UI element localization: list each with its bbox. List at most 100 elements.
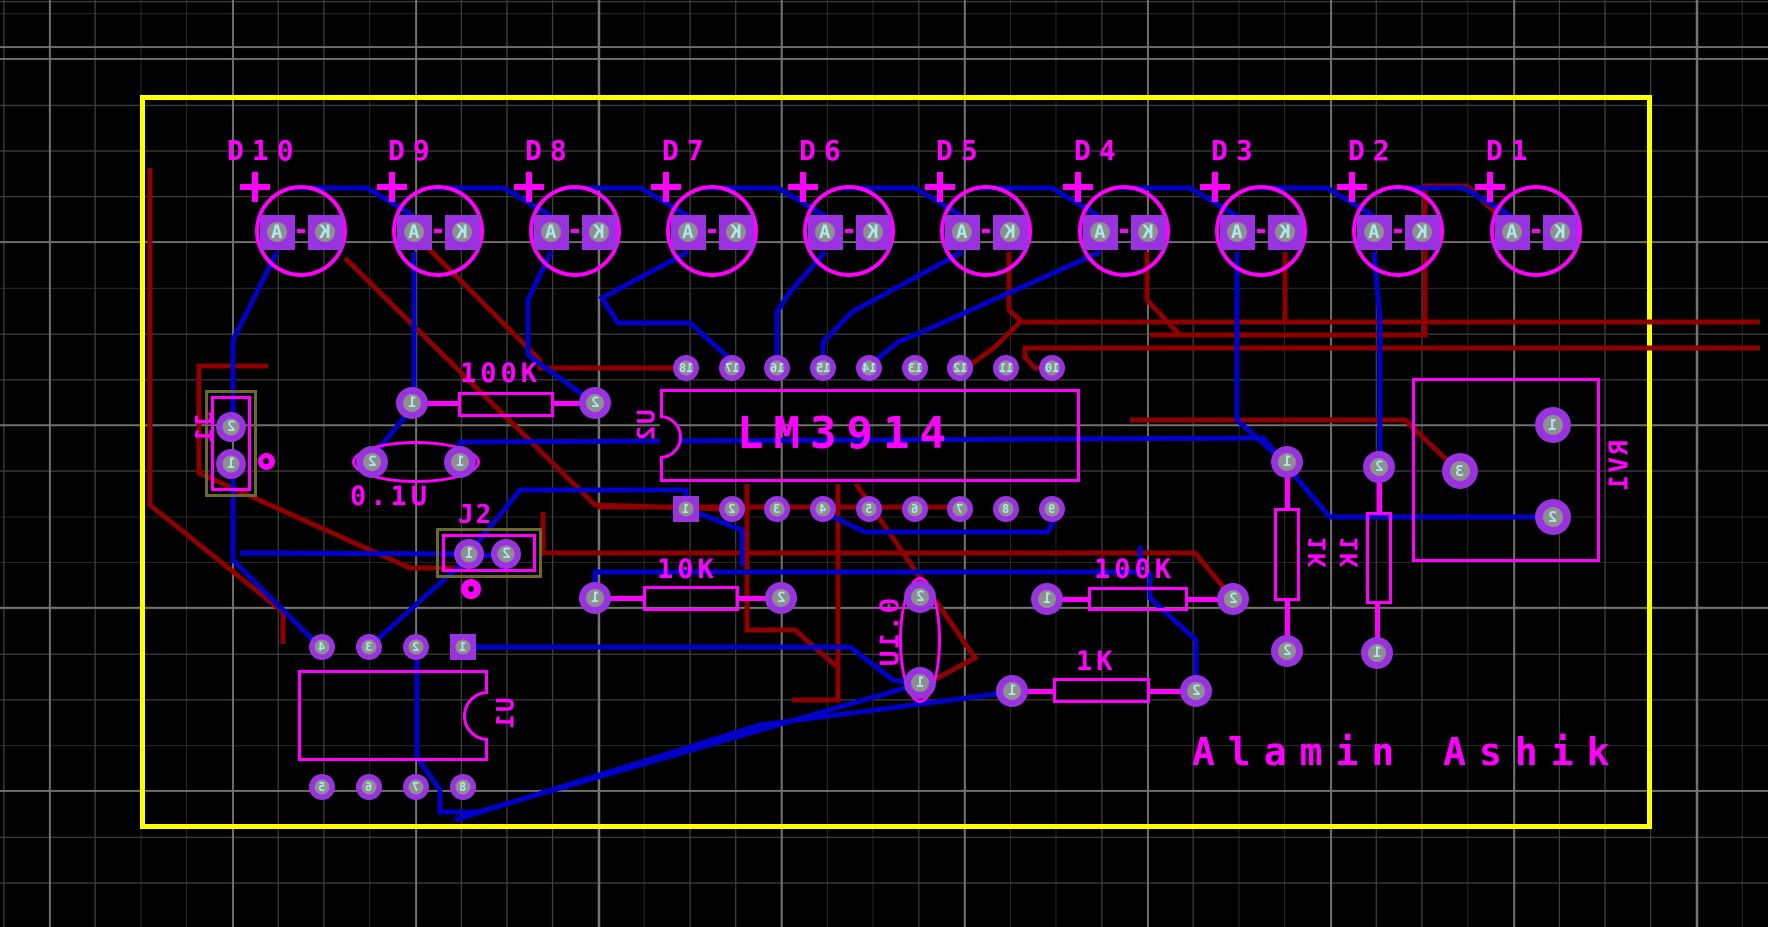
ic-U2-pad-17[interactable]: 17 [719, 355, 745, 381]
author-signature[interactable]: Alamin Ashik [1192, 730, 1623, 774]
trace-top-10[interactable] [1234, 252, 1282, 460]
connector-J2-ref-label[interactable]: J2 [458, 500, 494, 530]
trace-top-4[interactable] [598, 249, 733, 362]
resistor-3-pad-2[interactable]: 2 [1180, 675, 1212, 707]
ic-U1-pad-7[interactable]: 7 [403, 774, 429, 800]
led-D8-pad-anode[interactable]: A [533, 214, 569, 250]
ic-U1-pad-6[interactable]: 6 [356, 774, 382, 800]
ic-U1-pad-5[interactable]: 5 [309, 774, 335, 800]
resistor-0-value[interactable]: 100K [460, 358, 542, 389]
pot-RV1-pad-2[interactable]: 2 [1535, 499, 1571, 535]
led-D10-outline[interactable] [255, 185, 347, 277]
led-D3-pad-cathode[interactable]: K [1267, 214, 1303, 250]
ic-U1-pad-1[interactable]: 1 [450, 634, 476, 660]
trace-top-6[interactable] [820, 249, 964, 362]
led-D3-outline[interactable] [1215, 185, 1307, 277]
led-D6-outline[interactable] [803, 185, 895, 277]
led-D10-label[interactable]: D10 [227, 134, 302, 167]
ic-U2-pad-10[interactable]: 10 [1039, 355, 1065, 381]
trace-bottom-10[interactable] [792, 484, 841, 703]
capacitor-1-body[interactable] [899, 577, 941, 703]
trace-top-15[interactable] [367, 551, 503, 649]
pot-RV1-outline[interactable] [1412, 378, 1600, 562]
resistor-2-value[interactable]: 100K [1094, 554, 1176, 585]
led-D10-pad-cathode[interactable]: K [307, 214, 343, 250]
led-D2-pad-anode[interactable]: A [1356, 214, 1392, 250]
trace-bottom-6[interactable] [1130, 417, 1454, 467]
trace-top-19[interactable] [454, 689, 1013, 823]
resistor-2-body[interactable] [1088, 587, 1188, 611]
led-D9-label[interactable]: D9 [388, 134, 438, 167]
led-D5-pad-cathode[interactable]: K [992, 214, 1028, 250]
ic-U2-pad-9[interactable]: 9 [1039, 496, 1065, 522]
trace-top-7[interactable] [874, 249, 1102, 362]
led-D5-pad-anode[interactable]: A [944, 214, 980, 250]
resistor-1-body[interactable] [643, 586, 739, 611]
resistor-0-body[interactable] [458, 392, 554, 417]
connector-J2-pad-1[interactable]: 1 [454, 539, 484, 569]
capacitor-0-pad-1[interactable]: 1 [444, 446, 476, 478]
trace-top-16[interactable] [821, 509, 1061, 535]
ic-U2-pad-18[interactable]: 18 [673, 355, 699, 381]
trace-top-8[interactable] [1371, 251, 1383, 452]
capacitor-1-pad-2[interactable]: 2 [904, 581, 936, 613]
resistor-1-value[interactable]: 10K [657, 554, 718, 585]
ic-U2-pad-8[interactable]: 8 [993, 496, 1019, 522]
trace-top-22[interactable] [689, 507, 745, 566]
led-D7-label[interactable]: D7 [662, 134, 712, 167]
resistor-1-pad-1[interactable]: 1 [579, 582, 611, 614]
resistor-3-pad-1[interactable]: 1 [996, 675, 1028, 707]
resistor-5-pad-2[interactable]: 2 [1363, 451, 1395, 483]
led-D3-pad-anode[interactable]: A [1219, 214, 1255, 250]
led-D3-label[interactable]: D3 [1211, 134, 1261, 167]
pot-RV1-pad-3[interactable]: 3 [1442, 453, 1478, 489]
ic-U2-pad-15[interactable]: 15 [810, 355, 836, 381]
connector-J1-pad-2[interactable]: 2 [216, 412, 246, 442]
connector-J1-pad-1[interactable]: 1 [216, 449, 246, 479]
led-D10-pad-anode[interactable]: A [259, 214, 295, 250]
ic-U2-pad-12[interactable]: 12 [947, 355, 973, 381]
resistor-0-pad-2[interactable]: 2 [579, 387, 611, 419]
led-D7-outline[interactable] [666, 185, 758, 277]
led-D9-pad-anode[interactable]: A [396, 214, 432, 250]
connector-J2-pad-2[interactable]: 2 [491, 539, 521, 569]
ic-U1-pad-8[interactable]: 8 [450, 774, 476, 800]
resistor-1-pad-2[interactable]: 2 [765, 582, 797, 614]
capacitor-0-body[interactable] [352, 441, 480, 483]
ic-U2-pad-6[interactable]: 6 [902, 496, 928, 522]
trace-bottom-1[interactable] [1150, 252, 1428, 338]
capacitor-0-value[interactable]: 0.1U [350, 481, 432, 512]
resistor-5-body[interactable] [1366, 512, 1392, 604]
resistor-4-value[interactable]: 1K [1303, 536, 1332, 570]
trace-bottom-14[interactable] [196, 363, 460, 571]
trace-top-3[interactable] [525, 250, 592, 403]
trace-top-20[interactable] [239, 550, 467, 557]
ic-U2-pad-2[interactable]: 2 [719, 496, 745, 522]
resistor-4-pad-2[interactable]: 2 [1271, 635, 1303, 667]
ic-U2-pad-16[interactable]: 16 [764, 355, 790, 381]
capacitor-1-pad-1[interactable]: 1 [904, 667, 936, 699]
ic-U1-pad-4[interactable]: 4 [309, 634, 335, 660]
led-D9-outline[interactable] [392, 185, 484, 277]
ic-U2-pad-4[interactable]: 4 [810, 496, 836, 522]
pot-RV1-ref-label[interactable]: RV1 [1604, 439, 1635, 493]
led-D1-pad-anode[interactable]: A [1494, 214, 1530, 250]
trace-top-5[interactable] [774, 250, 827, 362]
connector-J1-outline[interactable] [205, 390, 257, 497]
ic-U2-pad-7[interactable]: 7 [947, 496, 973, 522]
trace-bottom-8[interactable] [540, 512, 1232, 597]
ic-U2-pad-11[interactable]: 11 [993, 355, 1019, 381]
led-D6-pad-anode[interactable]: A [807, 214, 843, 250]
led-D8-label[interactable]: D8 [525, 134, 575, 167]
ic-U2-pad-13[interactable]: 13 [902, 355, 928, 381]
board-outline[interactable] [140, 95, 1652, 829]
resistor-5-pad-1[interactable]: 1 [1361, 637, 1393, 669]
led-D5-label[interactable]: D5 [936, 134, 986, 167]
led-D5-outline[interactable] [940, 185, 1032, 277]
led-D8-pad-cathode[interactable]: K [581, 214, 617, 250]
led-D7-pad-anode[interactable]: A [670, 214, 706, 250]
ic-U2-ref-label[interactable]: U2 [632, 409, 661, 443]
ic-U2-pad-14[interactable]: 14 [856, 355, 882, 381]
led-D4-pad-anode[interactable]: A [1082, 214, 1118, 250]
led-D1-label[interactable]: D1 [1486, 134, 1536, 167]
